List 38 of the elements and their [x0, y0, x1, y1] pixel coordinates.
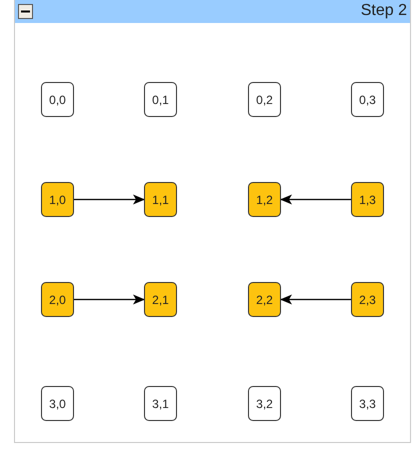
grid-cell-box [351, 386, 384, 421]
cell-label: 2,0 [49, 292, 66, 306]
cell-label: 2,1 [152, 292, 169, 306]
cell-label: 1,2 [256, 192, 273, 206]
cell-label: 3,3 [359, 396, 376, 410]
grid-cell-box [248, 182, 281, 217]
cell-label: 1,3 [359, 192, 376, 206]
cell-label: 0,3 [359, 92, 376, 106]
grid-cell-box [248, 82, 281, 117]
cell-label: 0,1 [152, 92, 169, 106]
grid-cell-box [144, 82, 177, 117]
arrow [280, 194, 351, 204]
cell-label: 3,2 [256, 396, 273, 410]
grid-cell-box [144, 282, 177, 317]
grid-cell-box [248, 386, 281, 421]
panel-title: Step 2 [360, 2, 407, 20]
grid-cell-box [144, 386, 177, 421]
cell-label: 3,1 [152, 396, 169, 410]
grid-cell-box [41, 386, 74, 421]
grid-cell-box [248, 282, 281, 317]
cell-label: 0,2 [256, 92, 273, 106]
grid-cell-box [41, 282, 74, 317]
arrow [74, 194, 145, 204]
grid-cell-box [41, 182, 74, 217]
grid-cell-box [144, 182, 177, 217]
grid-cell-box [41, 82, 74, 117]
cell-label: 1,1 [152, 192, 169, 206]
grid-cell-box [351, 282, 384, 317]
arrow [74, 294, 145, 304]
panel [14, 0, 411, 443]
cell-label: 2,3 [359, 292, 376, 306]
grid-cell-box [351, 82, 384, 117]
cell-label: 1,0 [49, 192, 66, 206]
arrow [280, 294, 351, 304]
grid-cell-box [351, 182, 384, 217]
cell-label: 0,0 [49, 92, 66, 106]
cell-label: 2,2 [256, 292, 273, 306]
cell-label: 3,0 [49, 396, 66, 410]
